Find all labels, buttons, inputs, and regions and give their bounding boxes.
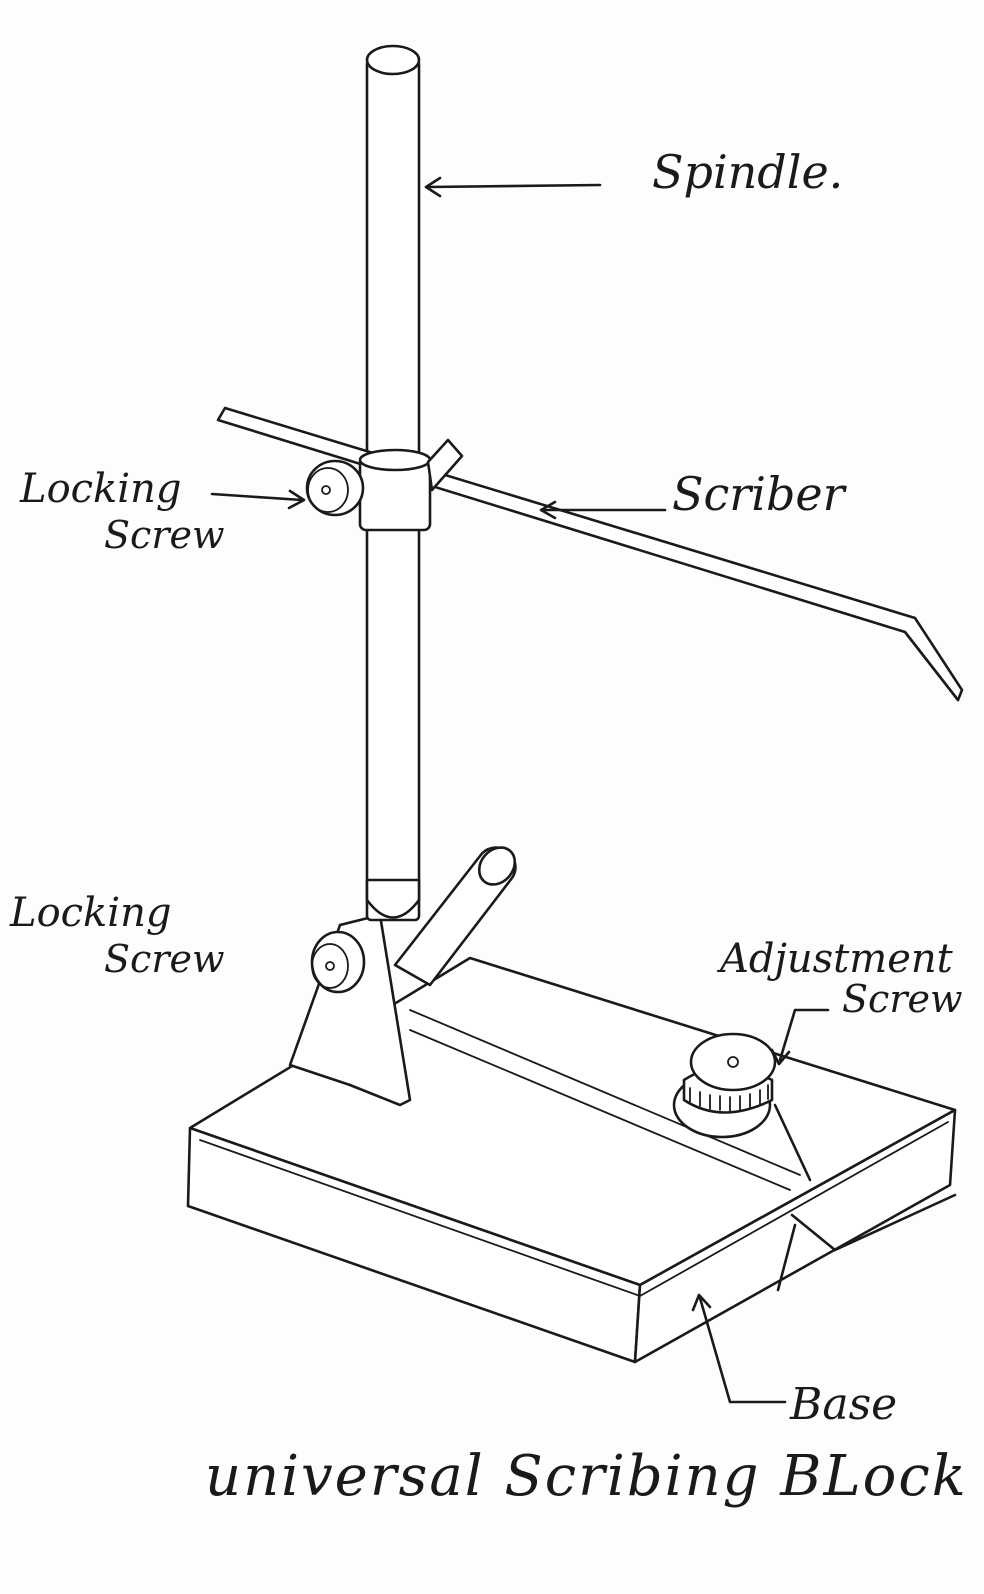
locking-screw-bottom	[310, 930, 366, 994]
locking-screw-top	[305, 459, 365, 517]
adjustment-screw-label-line2: Screw	[842, 977, 963, 1021]
base-label: Base	[790, 1379, 898, 1430]
leader-lines	[210, 176, 957, 1404]
adjustment-screw	[672, 1032, 777, 1139]
scriber-rod	[216, 406, 964, 702]
base-block	[186, 956, 957, 1364]
scriber-label: Scriber	[672, 467, 845, 521]
spindle-label: Spindle.	[652, 145, 844, 199]
pivot-bracket	[288, 913, 412, 1107]
locking-screw-bottom-label-line2: Screw	[104, 937, 225, 981]
scriber-clamp	[358, 438, 464, 532]
locking-screw-top-label-line2: Screw	[104, 513, 225, 557]
adjustment-screw-label-line1: Adjustment	[720, 936, 953, 982]
rear-rod	[393, 846, 517, 987]
locking-screw-top-label-line1: Locking	[20, 466, 182, 512]
diagram-title: universal Scribing BLock .	[205, 1444, 984, 1509]
locking-screw-bottom-label-line1: Locking	[10, 890, 172, 936]
